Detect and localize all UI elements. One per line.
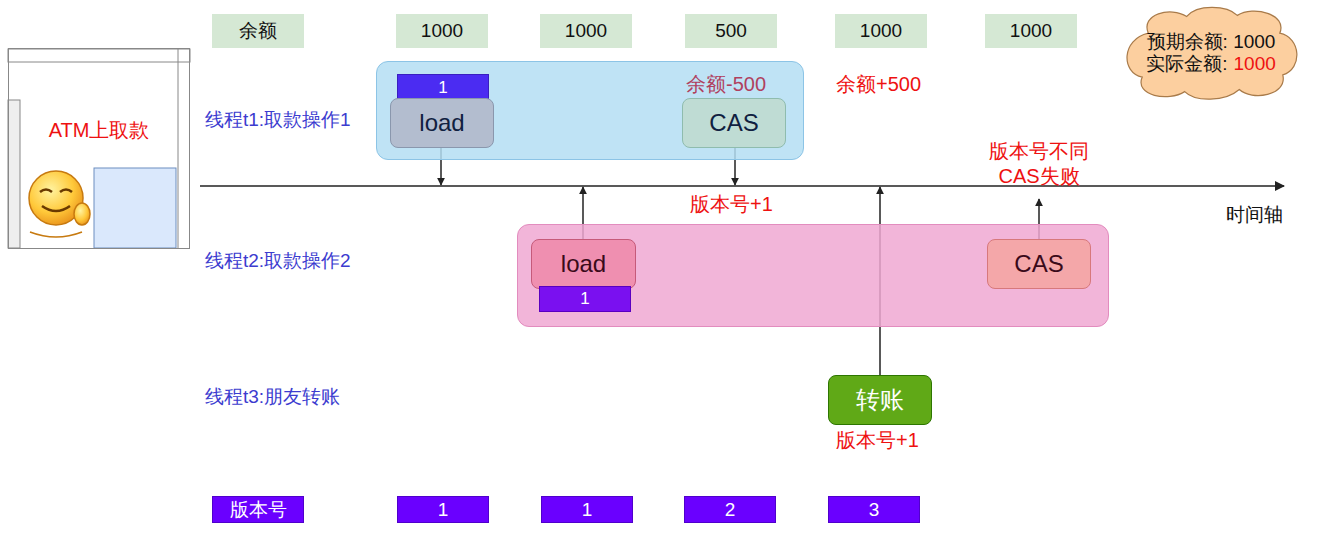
node-text: 500: [715, 20, 747, 41]
node-text: ATM上取款: [49, 119, 150, 141]
balance-change: 余额-500: [686, 72, 766, 96]
version-tag: 1: [539, 286, 631, 312]
balance-header: 余额: [212, 14, 304, 48]
version-value: 2: [684, 496, 776, 523]
node-text: 3: [869, 499, 880, 520]
version-tag: 1: [397, 74, 489, 101]
node-text: 转账: [856, 386, 904, 413]
thread-label: 线程t1:取款操作1: [205, 109, 351, 132]
version-value: 3: [828, 496, 920, 523]
node-text: 1: [580, 289, 589, 308]
node-text: 1000: [421, 20, 463, 41]
node-text: 1: [582, 499, 593, 520]
node-text: 版本号: [230, 499, 287, 520]
thread-band: load CAS 1: [517, 224, 1109, 327]
op-box: CAS: [987, 239, 1091, 289]
version-note: 版本号+1: [836, 428, 919, 452]
thread-label: 线程t2:取款操作2: [205, 250, 351, 273]
version-header: 版本号: [212, 496, 304, 523]
atm-machine: [8, 49, 190, 248]
node-text: 1000: [565, 20, 607, 41]
atm-panel: ATM上取款: [8, 48, 190, 249]
node-text: CAS: [1014, 250, 1063, 277]
version-value: 1: [541, 496, 633, 523]
balance-value: 1000: [985, 14, 1077, 48]
cas-fail-note: 版本号不同 CAS失败: [979, 139, 1099, 189]
node-text: load: [419, 109, 464, 136]
node-text: 1000: [1234, 53, 1276, 74]
node-text: 余额: [239, 20, 277, 41]
node-text: 1000: [860, 20, 902, 41]
node-text: 1000: [1010, 20, 1052, 41]
op-box: load: [390, 98, 494, 148]
transfer-box: 转账: [828, 375, 932, 425]
balance-change: 余额+500: [836, 72, 921, 96]
op-box: load: [531, 239, 636, 289]
node-text: 2: [725, 499, 736, 520]
smiley-face: [29, 171, 90, 237]
balance-value: 500: [685, 14, 777, 48]
axis-label: 时间轴: [1226, 204, 1283, 227]
node-text: load: [561, 250, 606, 277]
version-value: 1: [397, 496, 489, 523]
node-text: 1: [438, 78, 447, 97]
node-text: 预期余额: 1000: [1147, 31, 1276, 52]
balance-value: 1000: [835, 14, 927, 48]
op-box: CAS: [682, 98, 786, 148]
balance-value: 1000: [396, 14, 488, 48]
time-axis: [200, 185, 1284, 187]
summary-cloud: 预期余额: 1000实际金额: 1000: [1120, 6, 1302, 100]
node-text: CAS: [709, 109, 758, 136]
node-text: 实际金额:: [1146, 53, 1227, 74]
thread-label: 线程t3:朋友转账: [205, 386, 340, 409]
node-text: 1: [438, 499, 449, 520]
version-note: 版本号+1: [690, 192, 773, 216]
balance-value: 1000: [540, 14, 632, 48]
